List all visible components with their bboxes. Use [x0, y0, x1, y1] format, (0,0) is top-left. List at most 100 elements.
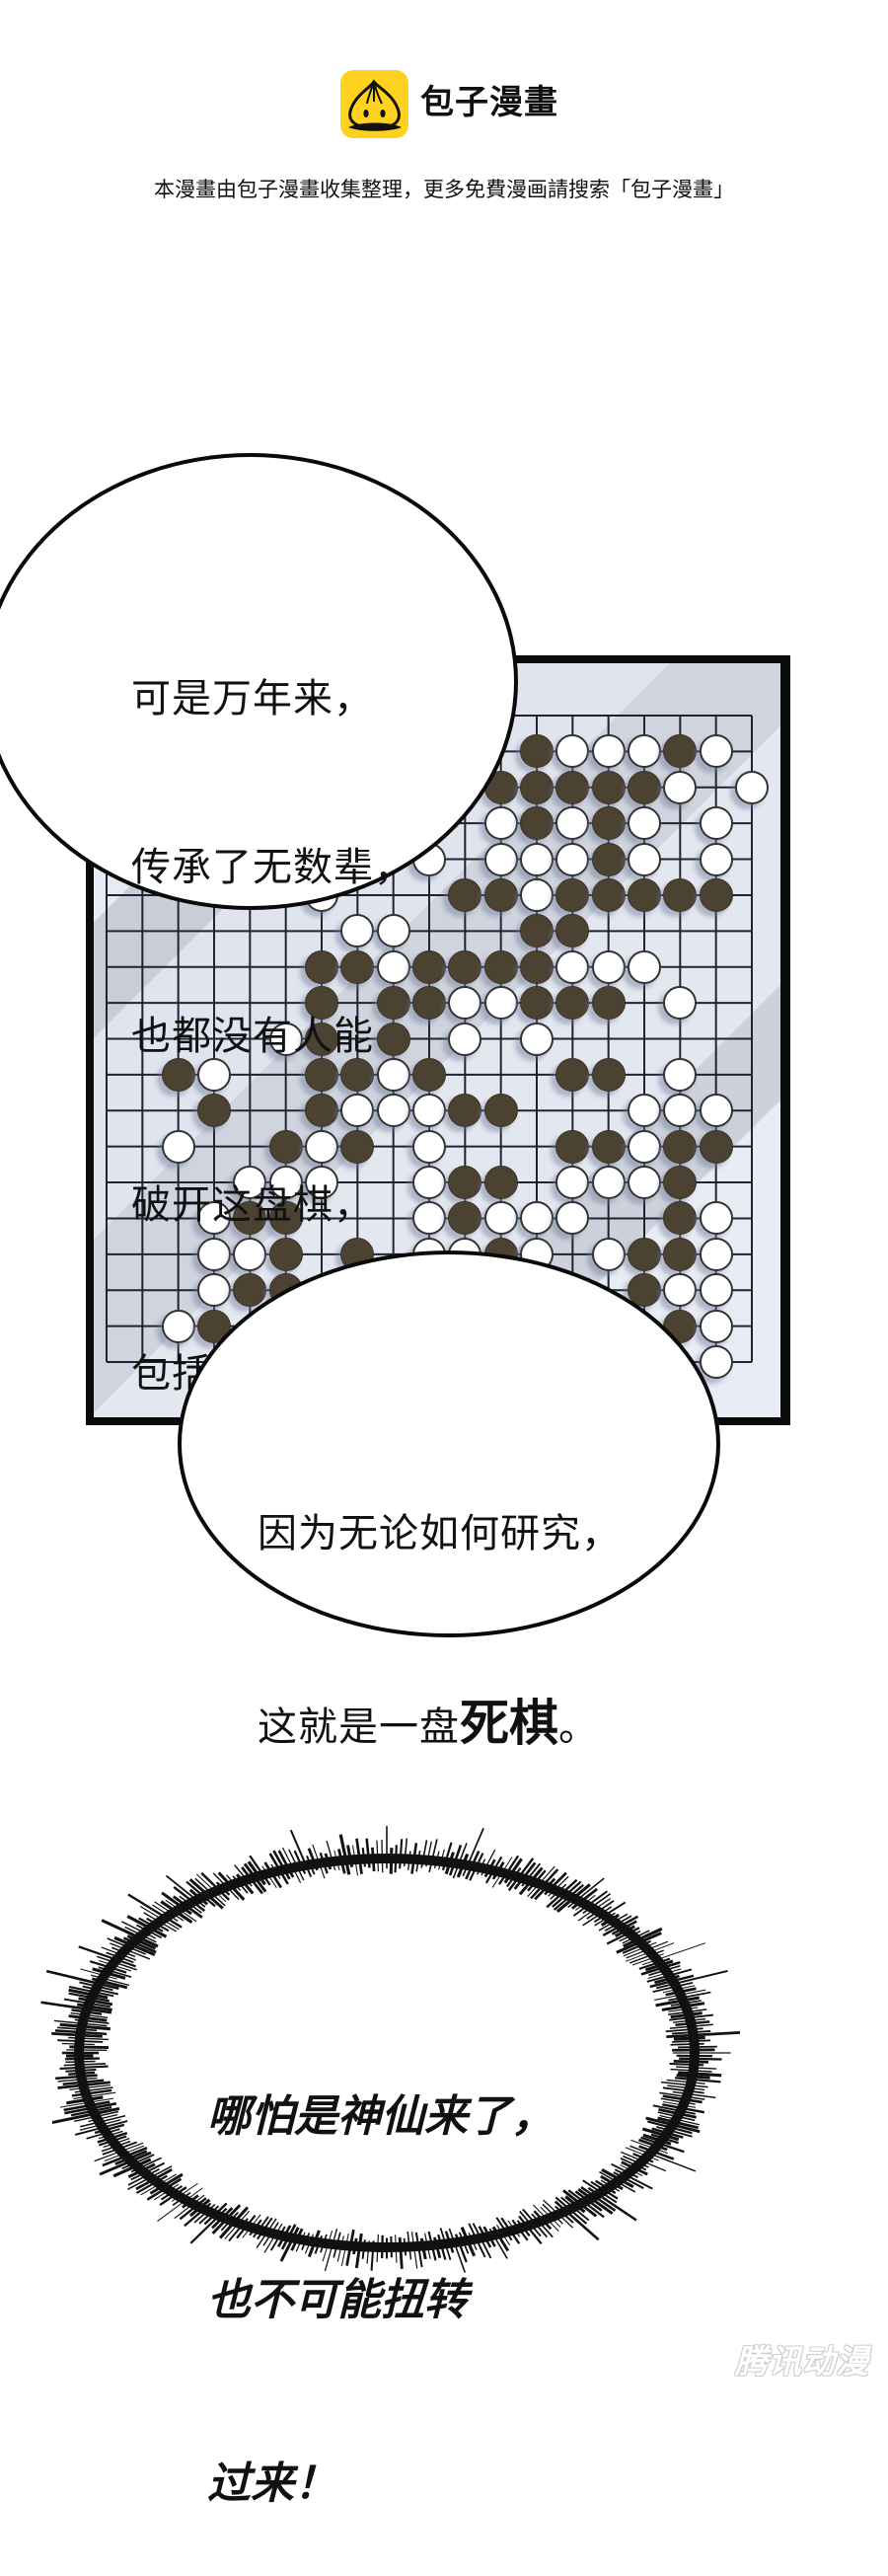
- black-stone: [628, 878, 661, 912]
- white-stone: [735, 771, 769, 804]
- white-stone: [412, 1094, 446, 1127]
- white-stone: [484, 986, 518, 1020]
- black-stone: [700, 1130, 733, 1164]
- white-stone: [628, 1094, 661, 1127]
- black-stone: [448, 1094, 481, 1127]
- black-stone: [484, 950, 518, 984]
- white-stone: [555, 1166, 589, 1199]
- white-stone: [628, 843, 661, 876]
- white-stone: [663, 1094, 697, 1127]
- black-stone: [484, 1094, 518, 1127]
- white-stone: [628, 806, 661, 840]
- black-stone: [592, 1130, 626, 1164]
- white-stone: [412, 1201, 446, 1235]
- white-stone: [592, 1238, 626, 1271]
- bubble-2-line-2-suffix: 。: [558, 1705, 599, 1750]
- black-stone: [520, 771, 554, 804]
- publisher-watermark: 腾讯动漫: [735, 2335, 869, 2383]
- source-note: 本漫畫由包子漫畫收集整理，更多免費漫画請搜索「包子漫畫」: [0, 176, 888, 203]
- white-stone: [484, 806, 518, 840]
- black-stone: [412, 950, 446, 984]
- bubble-2-line-2: 这就是一盘死棋。: [258, 1692, 622, 1759]
- white-stone: [700, 843, 733, 876]
- white-stone: [628, 1166, 661, 1199]
- black-stone: [448, 950, 481, 984]
- black-stone: [448, 1166, 481, 1199]
- white-stone: [592, 1166, 626, 1199]
- brand-name: 包子漫畫: [420, 83, 558, 122]
- black-stone: [700, 878, 733, 912]
- white-stone: [555, 806, 589, 840]
- white-stone: [520, 878, 554, 912]
- white-stone: [555, 734, 589, 768]
- black-stone: [555, 914, 589, 947]
- black-stone: [663, 1201, 697, 1235]
- white-stone: [700, 1345, 733, 1379]
- black-stone: [592, 771, 626, 804]
- shout-bubble-text: 哪怕是神仙来了， 也不可能扭转 过来！: [207, 1964, 555, 2576]
- black-stone: [555, 1130, 589, 1164]
- black-stone: [592, 806, 626, 840]
- white-stone: [520, 1023, 554, 1056]
- white-stone: [555, 1201, 589, 1235]
- black-stone: [592, 878, 626, 912]
- black-stone: [555, 986, 589, 1020]
- white-stone: [700, 1310, 733, 1343]
- bun-mascot-icon: [340, 70, 408, 138]
- black-stone: [520, 986, 554, 1020]
- black-stone: [412, 1058, 446, 1092]
- white-stone: [520, 1201, 554, 1235]
- white-stone: [412, 1130, 446, 1164]
- white-stone: [700, 806, 733, 840]
- bubble-1-line-3: 也都没有人能: [131, 1009, 414, 1065]
- bubble-2-line-1: 因为无论如何研究，: [258, 1502, 622, 1565]
- black-stone: [628, 771, 661, 804]
- bubble-2-emphasis: 死棋: [460, 1695, 558, 1752]
- black-stone: [412, 986, 446, 1020]
- black-stone: [663, 1130, 697, 1164]
- white-stone: [628, 1130, 661, 1164]
- black-stone: [520, 734, 554, 768]
- shout-line-1: 哪怕是神仙来了，: [207, 2086, 555, 2148]
- white-stone: [628, 734, 661, 768]
- white-stone: [663, 1273, 697, 1307]
- white-stone: [700, 1094, 733, 1127]
- shout-line-2: 也不可能扭转: [207, 2270, 555, 2331]
- black-stone: [592, 986, 626, 1020]
- white-stone: [663, 1058, 697, 1092]
- white-stone: [484, 1201, 518, 1235]
- white-stone: [663, 986, 697, 1020]
- black-stone: [663, 734, 697, 768]
- speech-bubble-2-text: 因为无论如何研究， 这就是一盘死棋。: [258, 1376, 622, 1822]
- black-stone: [628, 1238, 661, 1271]
- white-stone: [700, 1238, 733, 1271]
- white-stone: [700, 1273, 733, 1307]
- bubble-1-line-1: 可是万年来，: [131, 671, 414, 727]
- white-stone: [628, 950, 661, 984]
- white-stone: [520, 843, 554, 876]
- black-stone: [520, 950, 554, 984]
- black-stone: [555, 771, 589, 804]
- white-stone: [700, 734, 733, 768]
- shout-line-3: 过来！: [207, 2454, 555, 2515]
- bubble-2-line-2-prefix: 这就是一盘: [258, 1705, 460, 1750]
- white-stone: [555, 843, 589, 876]
- bubble-1-line-4: 破开这盘棋，: [131, 1177, 414, 1234]
- app-logo: [340, 70, 408, 138]
- black-stone: [663, 1238, 697, 1271]
- white-stone: [448, 986, 481, 1020]
- black-stone: [592, 1058, 626, 1092]
- black-stone: [448, 1201, 481, 1235]
- bubble-1-line-2: 传承了无数辈，: [131, 840, 414, 896]
- white-stone: [663, 771, 697, 804]
- black-stone: [484, 1166, 518, 1199]
- black-stone: [520, 806, 554, 840]
- black-stone: [520, 914, 554, 947]
- white-stone: [592, 950, 626, 984]
- black-stone: [484, 878, 518, 912]
- black-stone: [592, 843, 626, 876]
- black-stone: [448, 878, 481, 912]
- black-stone: [663, 1166, 697, 1199]
- black-stone: [555, 878, 589, 912]
- black-stone: [663, 878, 697, 912]
